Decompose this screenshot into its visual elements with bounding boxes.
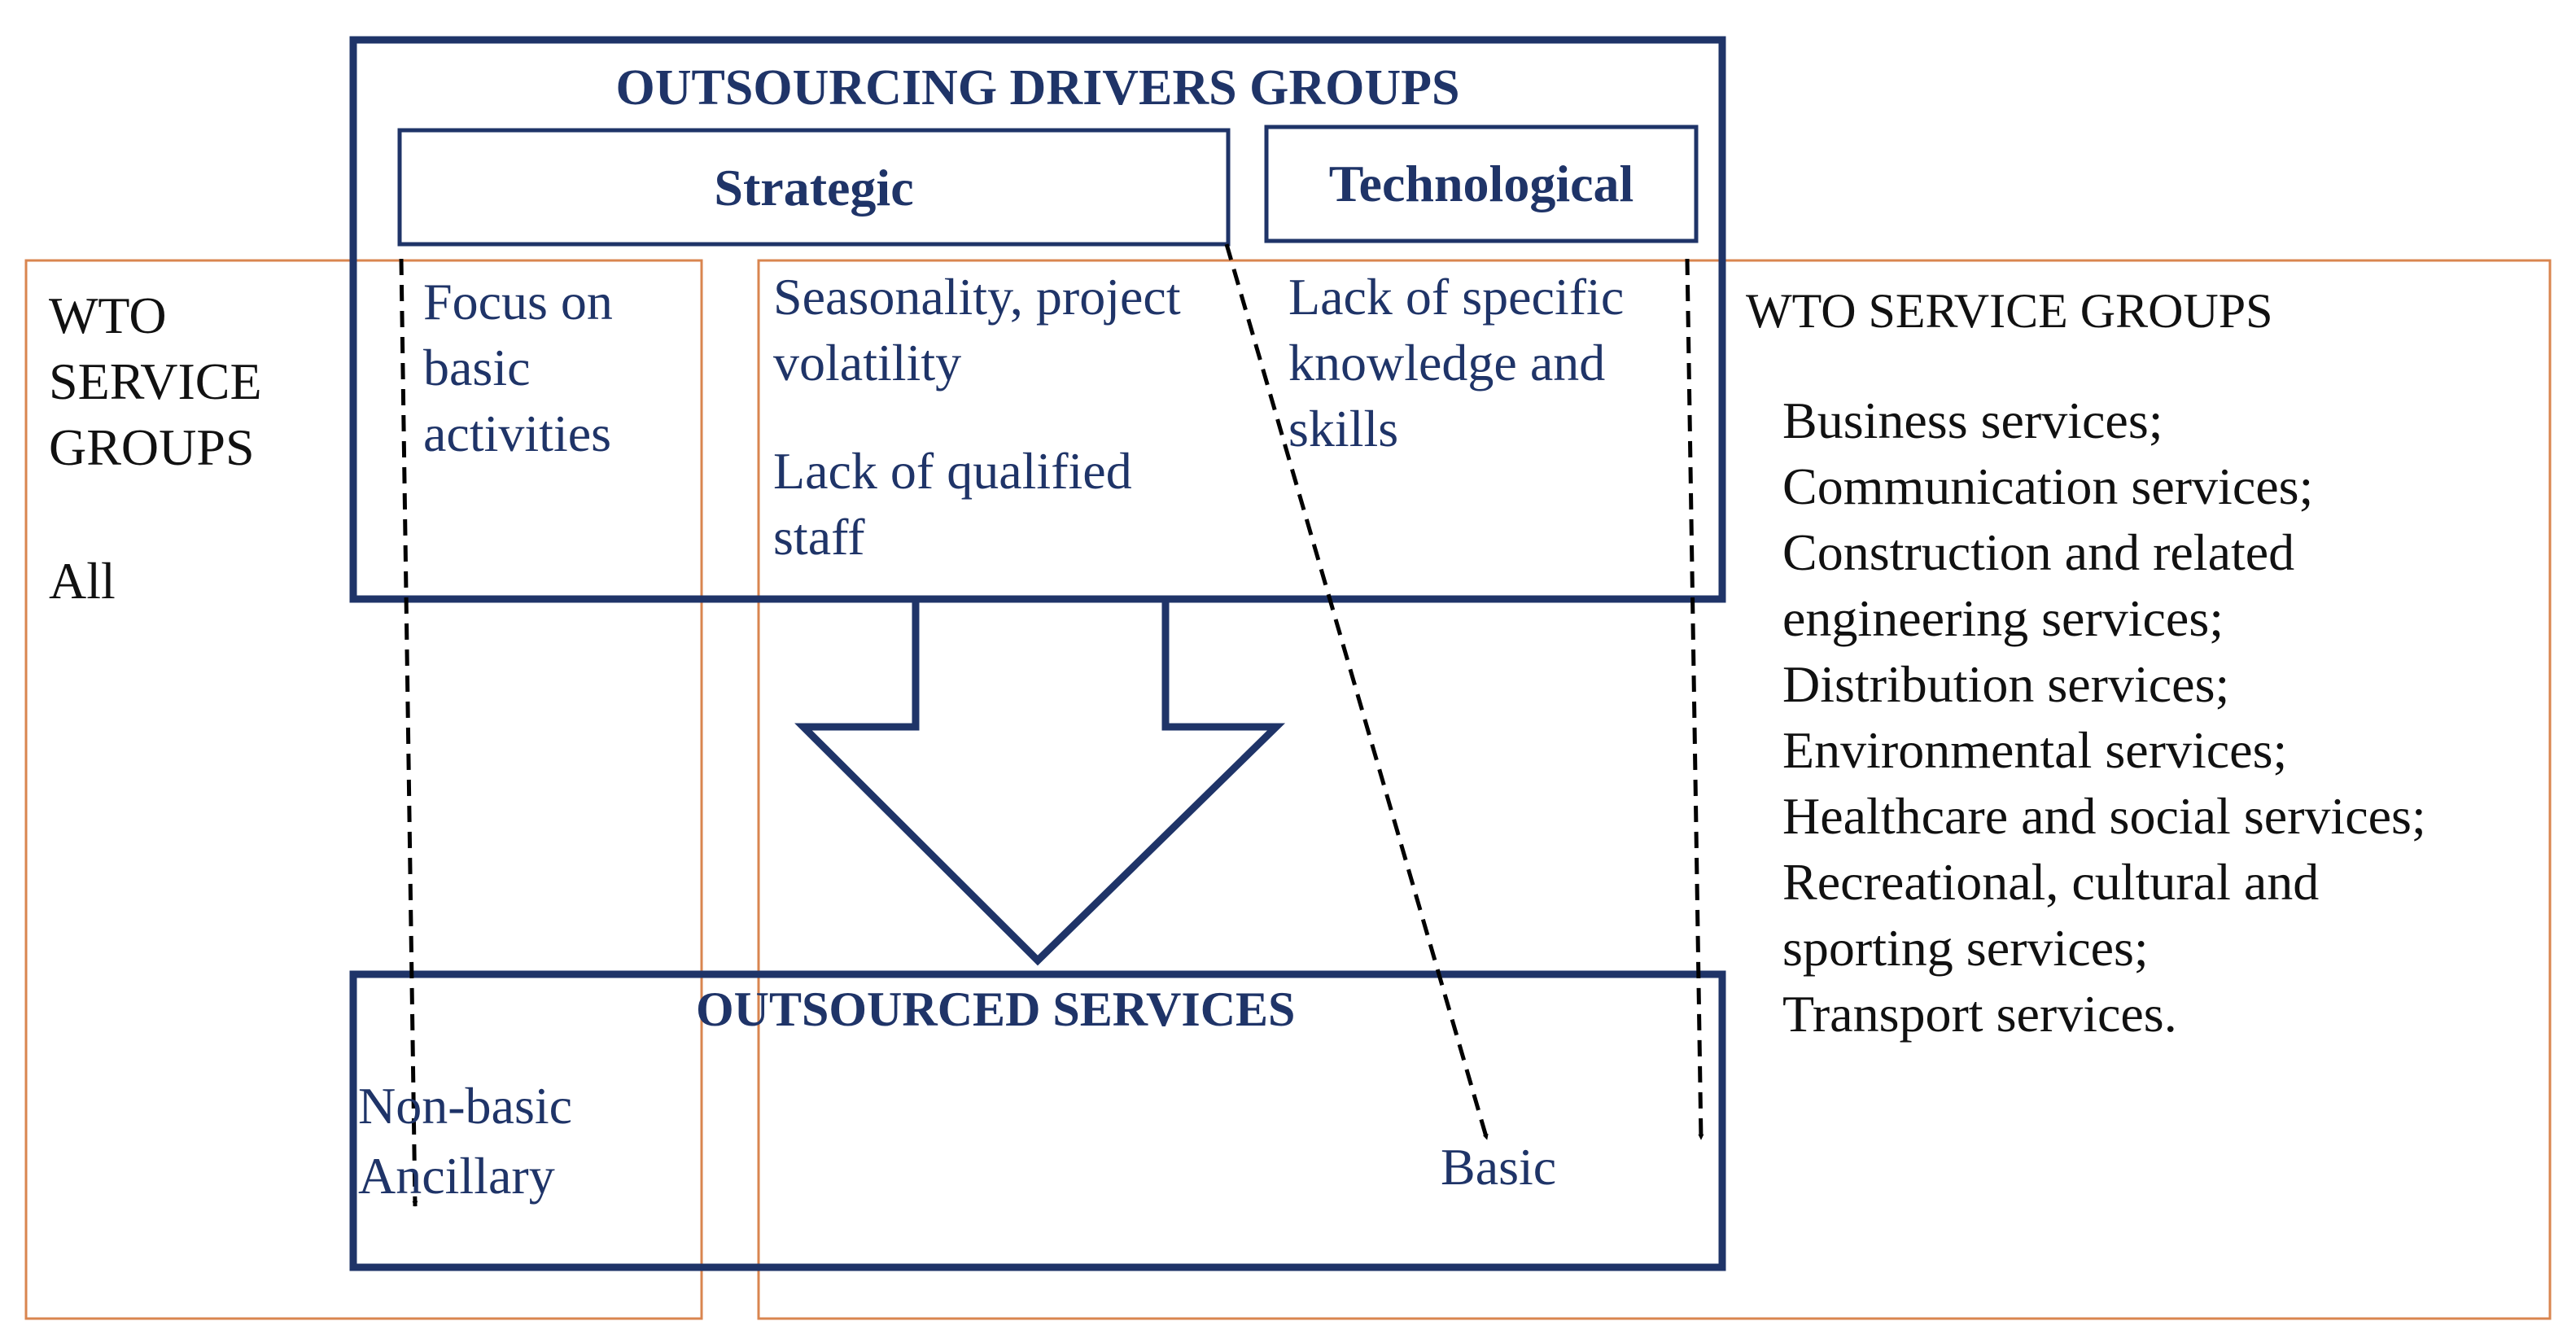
right-panel-title: WTO SERVICE GROUPS [1746,284,2273,338]
driver-focus-line: basic [423,339,531,396]
left-panel-value: All [49,552,116,610]
driver-focus-line: Focus on [423,273,613,330]
right-wto-panel [757,259,2552,1320]
service-group-item: Environmental services; [1782,721,2288,779]
strategic-label: Strategic [714,159,914,217]
driver-knowledge-line: skills [1288,400,1399,457]
dashed-arrow-focus [399,258,418,1207]
left-panel-title-line: SERVICE [49,352,262,410]
outsourced-box-title: OUTSOURCED SERVICES [696,982,1296,1036]
driver-knowledge-line: knowledge and [1288,334,1606,392]
left-wto-panel [24,259,703,1320]
left-panel-title-line: GROUPS [49,418,255,476]
non-basic-label-line: Non-basic [358,1077,573,1135]
driver-qualified-staff-line: Lack of qualified [773,442,1132,500]
service-group-item: Business services; [1782,392,2163,449]
driver-knowledge-line: Lack of specific [1288,268,1625,326]
dashed-arrow-technological [1685,258,1704,1140]
service-group-item: sporting services; [1782,919,2149,977]
driver-seasonality-line: volatility [773,334,962,392]
service-group-item: engineering services; [1782,589,2224,647]
left-panel-title-line: WTO [49,287,167,344]
technological-box [1264,125,1699,243]
strategic-box [397,128,1231,247]
service-group-item: Recreational, cultural and [1782,853,2320,911]
service-group-item: Transport services. [1782,985,2177,1043]
technological-label: Technological [1328,155,1634,212]
drivers-box-title: OUTSOURCING DRIVERS GROUPS [615,60,1460,116]
basic-label: Basic [1441,1138,1557,1196]
outsourced-box [349,970,1726,1271]
driver-qualified-staff-line: staff [773,508,865,566]
service-group-item: Communication services; [1782,457,2314,515]
service-group-item: Healthcare and social services; [1782,787,2426,845]
driver-seasonality-line: Seasonality, project [773,268,1181,326]
service-group-item: Construction and related [1782,523,2295,581]
driver-focus-line: activities [423,405,612,462]
service-group-item: Distribution services; [1782,655,2230,713]
big-down-arrow [794,595,1286,966]
non-basic-label-line: Ancillary [358,1147,555,1205]
